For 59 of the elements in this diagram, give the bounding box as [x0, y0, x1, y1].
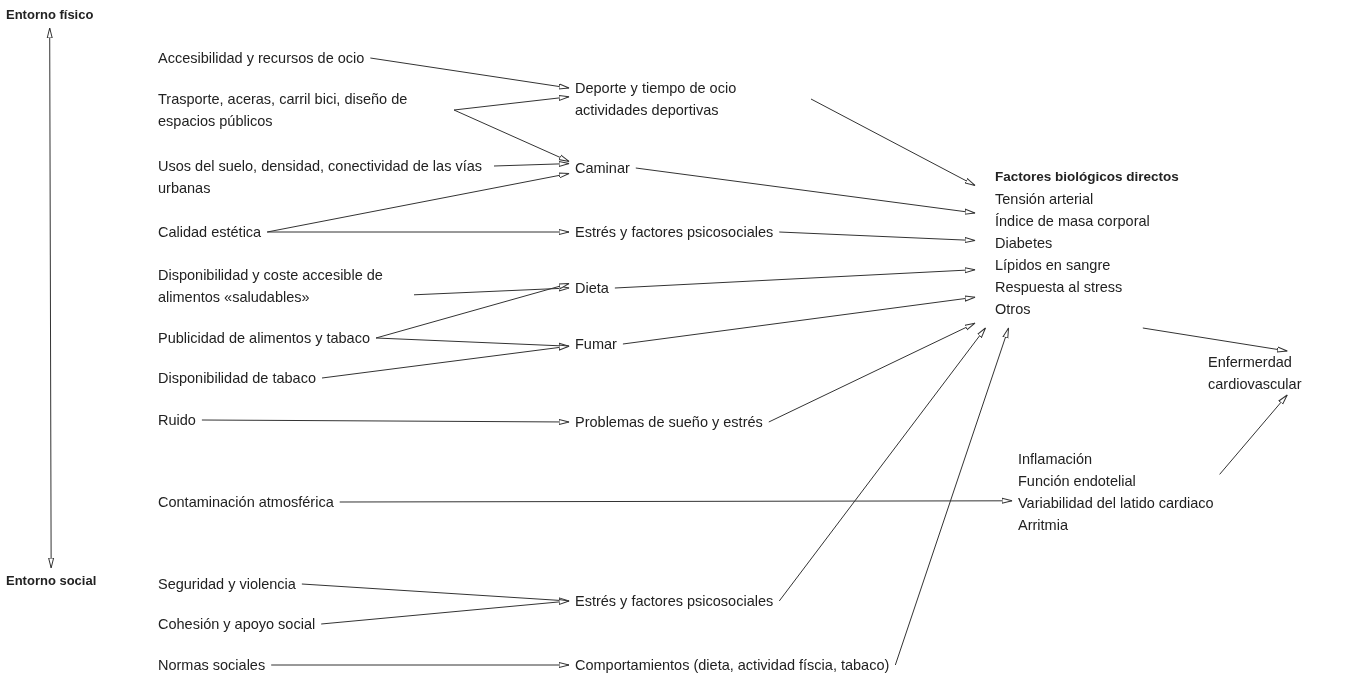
- arrow: [635, 167, 976, 215]
- list-item: Lípidos en sangre: [995, 256, 1112, 275]
- arrow: [1142, 327, 1288, 353]
- arrow: [375, 337, 570, 349]
- arrow: [413, 285, 570, 296]
- arrow: [339, 497, 1013, 504]
- arrow: [894, 327, 1010, 666]
- list-item: Variabilidad del latido cardiaco: [1018, 494, 1214, 513]
- pathway-label: Fumar: [569, 333, 623, 355]
- determinant-label: Publicidad de alimentos y tabaco: [152, 327, 376, 349]
- determinant-label: Usos del suelo, densidad, conectividad de las vías urbanas: [152, 155, 494, 199]
- list-heading: Factores biológicos directos: [995, 168, 1179, 186]
- arrow: [768, 322, 976, 423]
- determinant-label: Seguridad y violencia: [152, 573, 302, 595]
- determinant-label: Calidad estética: [152, 221, 268, 243]
- outcome-label: Enfermerdad cardiovascular: [1202, 351, 1344, 395]
- pathway-label: Dieta: [569, 277, 615, 299]
- axis-label: Entorno físico: [0, 4, 100, 26]
- list-item: Índice de masa corporal: [995, 212, 1151, 231]
- list-item: Otros: [995, 300, 1032, 319]
- arrow: [375, 283, 570, 339]
- determinant-label: Normas sociales: [152, 654, 272, 675]
- pathway-label: Estrés y factores psicosociales: [569, 590, 780, 612]
- arrow: [369, 57, 570, 90]
- list-item: Inflamación: [1018, 450, 1094, 469]
- determinant-label: Trasporte, aceras, carril bici, diseño de espacios públicos: [152, 88, 454, 132]
- pathway-label: Deporte y tiempo de ocio actividades deportivas: [569, 77, 811, 121]
- pathway-label: Caminar: [569, 157, 636, 179]
- arrow: [201, 418, 570, 425]
- arrow: [453, 109, 570, 162]
- determinant-label: Contaminación atmosférica: [152, 491, 340, 513]
- arrow: [266, 172, 570, 233]
- arrow: [270, 662, 570, 668]
- determinant-label: Ruido: [152, 409, 202, 431]
- arrow: [622, 295, 976, 345]
- arrow: [614, 267, 976, 289]
- arrow: [1219, 394, 1288, 475]
- arrow: [453, 94, 570, 111]
- axis-label: Entorno social: [0, 570, 103, 592]
- arrow: [320, 598, 570, 625]
- arrow: [266, 229, 570, 235]
- pathway-label: Problemas de sueño y estrés: [569, 411, 769, 433]
- determinant-label: Disponibilidad de tabaco: [152, 367, 322, 389]
- arrow: [46, 27, 55, 569]
- list-item: Respuesta al stress: [995, 278, 1124, 297]
- determinant-label: Accesibilidad y recursos de ocio: [152, 47, 371, 69]
- pathway-label: Estrés y factores psicosociales: [569, 221, 780, 243]
- arrow: [778, 231, 976, 244]
- arrow: [493, 160, 570, 167]
- pathway-label: Comportamientos (dieta, actividad físcia, tabaco): [569, 654, 896, 675]
- determinant-label: Cohesión y apoyo social: [152, 613, 322, 635]
- list-item: Tensión arterial: [995, 190, 1095, 209]
- list-item: Diabetes: [995, 234, 1054, 253]
- arrow: [778, 327, 986, 602]
- list-item: Función endotelial: [1018, 472, 1137, 491]
- arrow: [321, 344, 570, 379]
- arrow: [810, 98, 976, 186]
- determinant-label: Disponibilidad y coste accesible de alimentos «saludables»: [152, 264, 414, 308]
- list-item: Arritmia: [1018, 516, 1069, 535]
